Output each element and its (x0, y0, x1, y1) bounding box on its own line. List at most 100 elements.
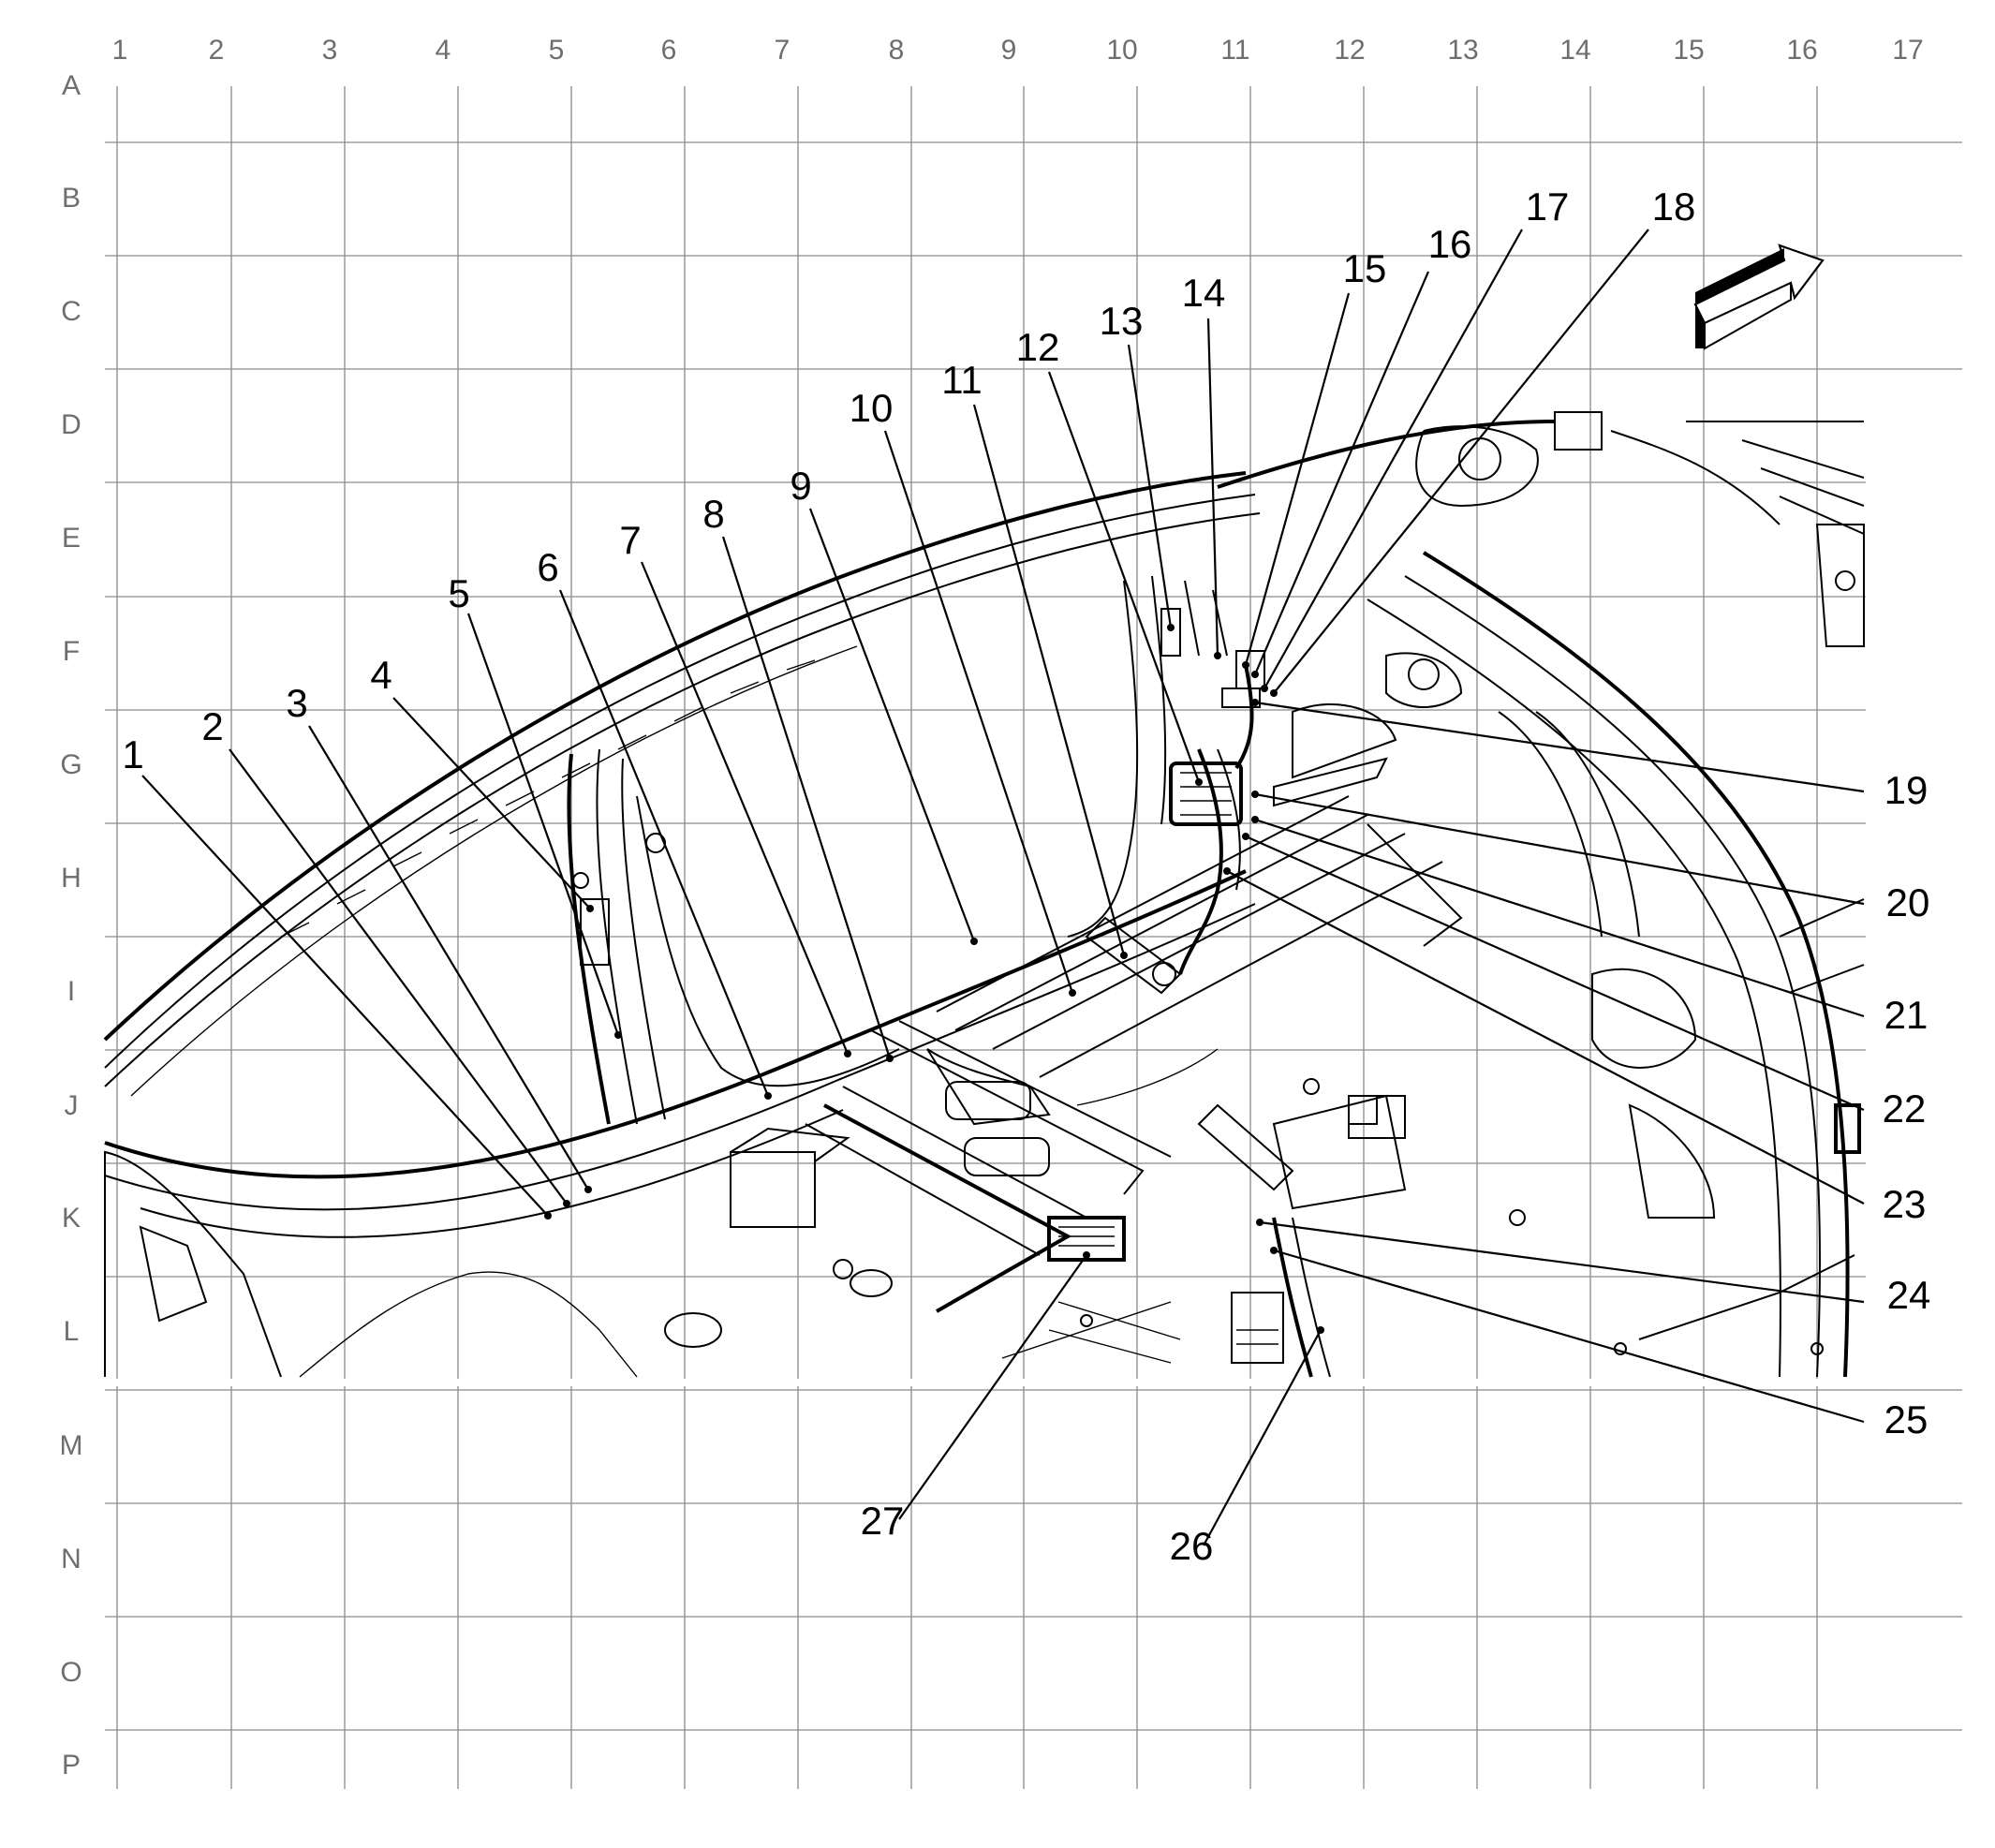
callout-leader-line (1047, 371, 1201, 783)
grid-column-label: 3 (322, 35, 338, 66)
callout-leader-dot (1251, 791, 1259, 798)
callout-leader-dot (1251, 816, 1259, 823)
callout-label-7: 7 (619, 518, 641, 562)
grid-column-label: 17 (1892, 35, 1923, 66)
callout-leader-dot (584, 1186, 592, 1193)
callout-leader-line (229, 748, 568, 1205)
callout-label-25: 25 (1884, 1397, 1928, 1441)
callout-leader-dot (1251, 671, 1259, 678)
callout-label-6: 6 (537, 545, 558, 589)
callout-leader-dot (586, 905, 594, 912)
grid-column-label: 12 (1334, 35, 1365, 66)
callout-leader-dot (1270, 689, 1278, 697)
callout-label-10: 10 (850, 386, 894, 430)
grid-column-label: 15 (1673, 35, 1704, 66)
callout-leader-line (883, 430, 1074, 994)
callout-leader-line (1245, 835, 1865, 1112)
grid-column-label: 9 (1001, 35, 1017, 66)
callout-label-13: 13 (1100, 299, 1144, 343)
callout-label-9: 9 (790, 464, 811, 508)
callout-leader-dot (844, 1050, 851, 1057)
callout-leader-dot (1167, 624, 1175, 631)
callout-label-14: 14 (1182, 271, 1226, 315)
grid-column-label: 14 (1559, 35, 1590, 66)
callout-label-24: 24 (1887, 1273, 1931, 1317)
callout-leader-dot (1270, 1247, 1278, 1254)
callout-leader-dot (563, 1200, 570, 1207)
callout-leader-dot (1120, 952, 1128, 959)
grid-column-label: 1 (112, 35, 128, 66)
callout-label-23: 23 (1883, 1182, 1927, 1226)
grid-row-label: F (63, 636, 80, 667)
callout-label-2: 2 (201, 704, 223, 748)
callout-leader-dot (1083, 1251, 1090, 1259)
grid-row-label: K (62, 1203, 81, 1234)
grid-row-label: N (61, 1544, 81, 1574)
callout-leader-dot (1251, 699, 1259, 706)
callout-label-22: 22 (1883, 1087, 1927, 1131)
grid-row-label: P (62, 1750, 81, 1781)
callout-leader-dot (1242, 833, 1249, 840)
vehicle-body-line-art (103, 411, 1865, 1378)
callout-leader-line (1254, 792, 1865, 906)
grid-row-label: M (60, 1430, 83, 1461)
callout-leader-dot (1242, 661, 1249, 669)
callout-leader-dot (764, 1092, 772, 1100)
callout-label-15: 15 (1343, 246, 1387, 290)
callout-leader-line (1127, 344, 1173, 628)
callout-leader-dot (1256, 1219, 1264, 1226)
grid-row-label: L (64, 1316, 80, 1347)
callout-label-20: 20 (1886, 880, 1930, 924)
callout-label-19: 19 (1884, 768, 1928, 812)
callout-label-1: 1 (122, 732, 143, 776)
callout-label-11: 11 (941, 358, 983, 402)
grid-row-label: I (67, 976, 75, 1007)
callout-leader-line (1254, 818, 1865, 1018)
grid-column-label: 6 (661, 35, 677, 66)
callout-leader-line (972, 404, 1126, 956)
callout-leader-dot (1069, 989, 1076, 997)
callout-label-12: 12 (1016, 325, 1060, 369)
callout-leader-line (640, 561, 850, 1055)
grid-column-label: 13 (1447, 35, 1478, 66)
callout-leader-line (721, 536, 892, 1059)
grid-row-label: O (60, 1657, 81, 1688)
direction-arrow-icon (1693, 244, 1825, 350)
callout-leader-line (558, 589, 770, 1097)
callout-leader-dot (1223, 867, 1231, 875)
callout-leader-line (1273, 1249, 1865, 1424)
grid-row-label: D (61, 409, 81, 440)
callout-leader-line (808, 508, 976, 942)
callout-label-5: 5 (448, 571, 469, 615)
callout-label-21: 21 (1884, 993, 1928, 1037)
grid-row-label: H (61, 863, 81, 894)
callout-leader-dot (614, 1031, 622, 1039)
callout-leader-line (1203, 1329, 1322, 1546)
grid-column-label: 5 (549, 35, 565, 66)
callout-leaders (141, 229, 1865, 1546)
grid-row-label: E (62, 523, 81, 554)
callout-label-26: 26 (1170, 1524, 1214, 1568)
callout-label-18: 18 (1652, 185, 1696, 229)
grid-column-label: 8 (889, 35, 905, 66)
callout-leader-line (1206, 318, 1219, 657)
reference-grid (105, 86, 1962, 1789)
callout-leader-line (141, 775, 549, 1217)
callout-label-27: 27 (861, 1499, 905, 1543)
grid-column-label: 2 (209, 35, 225, 66)
callout-leader-line (308, 725, 589, 1190)
grid-column-label: 10 (1106, 35, 1137, 66)
callout-label-8: 8 (702, 492, 724, 536)
grid-column-label: 16 (1786, 35, 1817, 66)
callout-leader-dot (1261, 685, 1268, 692)
callout-leader-line (1254, 701, 1865, 793)
callout-leader-line (466, 613, 620, 1036)
grid-column-label: 11 (1220, 35, 1249, 66)
callout-leader-line (1273, 229, 1649, 694)
callout-leader-line (1226, 870, 1865, 1205)
callout-leader-line (1244, 292, 1351, 666)
callout-label-16: 16 (1428, 222, 1472, 266)
